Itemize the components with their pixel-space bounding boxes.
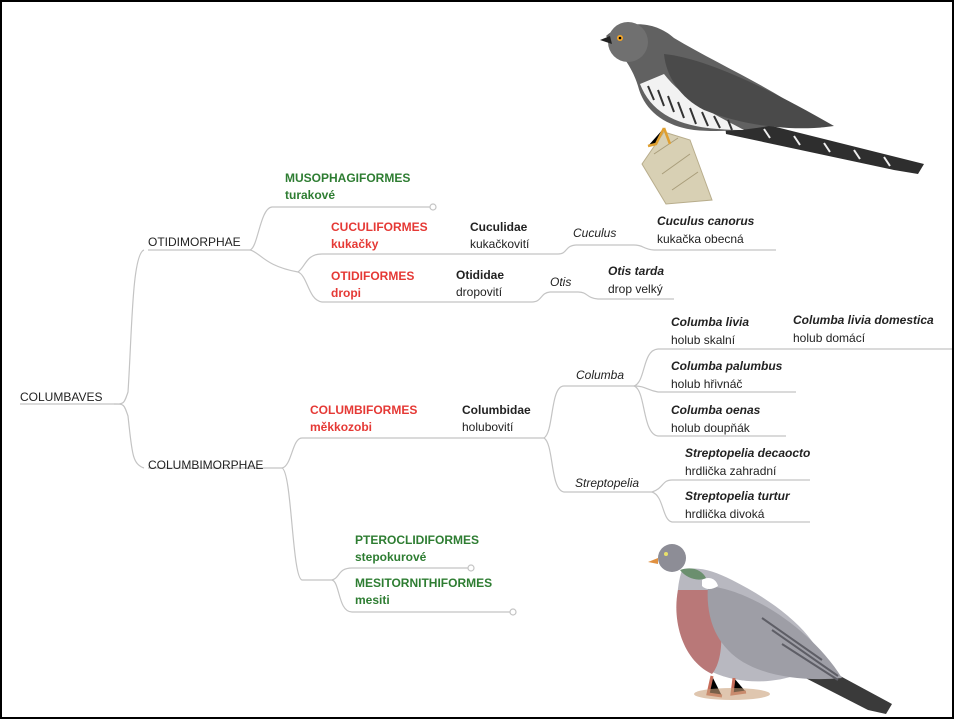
species-cuculus-canorus: Cuculus canorus bbox=[657, 214, 755, 228]
species-otis-tarda: Otis tarda bbox=[608, 264, 665, 278]
family-columbidae-common: holubovití bbox=[462, 420, 514, 434]
species-otis-tarda-common: drop velký bbox=[608, 282, 663, 296]
genus-streptopelia: Streptopelia bbox=[575, 476, 640, 490]
species-streptopelia-turtur: Streptopelia turtur bbox=[685, 489, 790, 503]
genus-cuculus: Cuculus bbox=[573, 226, 617, 240]
genus-otis: Otis bbox=[550, 275, 572, 289]
order-cuculiformes-common: kukačky bbox=[331, 237, 379, 251]
species-columba-palumbus-common: holub hřivnáč bbox=[671, 377, 743, 391]
family-cuculidae-common: kukačkovití bbox=[470, 237, 530, 251]
cuckoo-illustration bbox=[600, 22, 924, 205]
species-columba-livia-domestica: Columba livia domestica bbox=[793, 313, 934, 327]
order-pteroclidiformes-common: stepokurové bbox=[355, 550, 427, 564]
family-cuculidae: Cuculidae bbox=[470, 220, 528, 234]
species-columba-livia-common: holub skalní bbox=[671, 333, 736, 347]
order-columbiformes-common: měkkozobi bbox=[310, 420, 373, 434]
species-columba-livia: Columba livia bbox=[671, 315, 750, 329]
order-cuculiformes: CUCULIFORMES bbox=[331, 220, 428, 234]
species-columba-livia-domestica-common: holub domácí bbox=[793, 331, 866, 345]
order-mesitornithiformes-common: mesiti bbox=[355, 593, 390, 607]
order-otidiformes-common: dropi bbox=[331, 286, 361, 300]
order-musophagiformes-common: turakové bbox=[285, 188, 336, 202]
species-columba-oenas: Columba oenas bbox=[671, 403, 761, 417]
species-columba-palumbus: Columba palumbus bbox=[671, 359, 783, 373]
family-otididae-common: dropovití bbox=[456, 285, 503, 299]
order-otidiformes: OTIDIFORMES bbox=[331, 269, 415, 283]
species-streptopelia-decaocto: Streptopelia decaocto bbox=[685, 446, 811, 460]
species-columba-oenas-common: holub doupňák bbox=[671, 421, 750, 435]
order-pteroclidiformes: PTEROCLIDIFORMES bbox=[355, 533, 480, 547]
family-otididae: Otididae bbox=[456, 268, 505, 282]
family-columbidae: Columbidae bbox=[462, 403, 531, 417]
clade-columbimorphae: COLUMBIMORPHAE bbox=[148, 458, 264, 472]
order-columbiformes: COLUMBIFORMES bbox=[310, 403, 418, 417]
genus-columba: Columba bbox=[576, 368, 625, 382]
clade-otidimorphae: OTIDIMORPHAE bbox=[148, 235, 241, 249]
species-cuculus-canorus-common: kukačka obecná bbox=[657, 232, 744, 246]
species-streptopelia-decaocto-common: hrdlička zahradní bbox=[685, 464, 777, 478]
species-streptopelia-turtur-common: hrdlička divoká bbox=[685, 507, 765, 521]
order-musophagiformes: MUSOPHAGIFORMES bbox=[285, 171, 411, 185]
wood-pigeon-illustration bbox=[648, 544, 892, 714]
root-label: COLUMBAVES bbox=[20, 390, 103, 404]
order-mesitornithiformes: MESITORNITHIFORMES bbox=[355, 576, 493, 590]
